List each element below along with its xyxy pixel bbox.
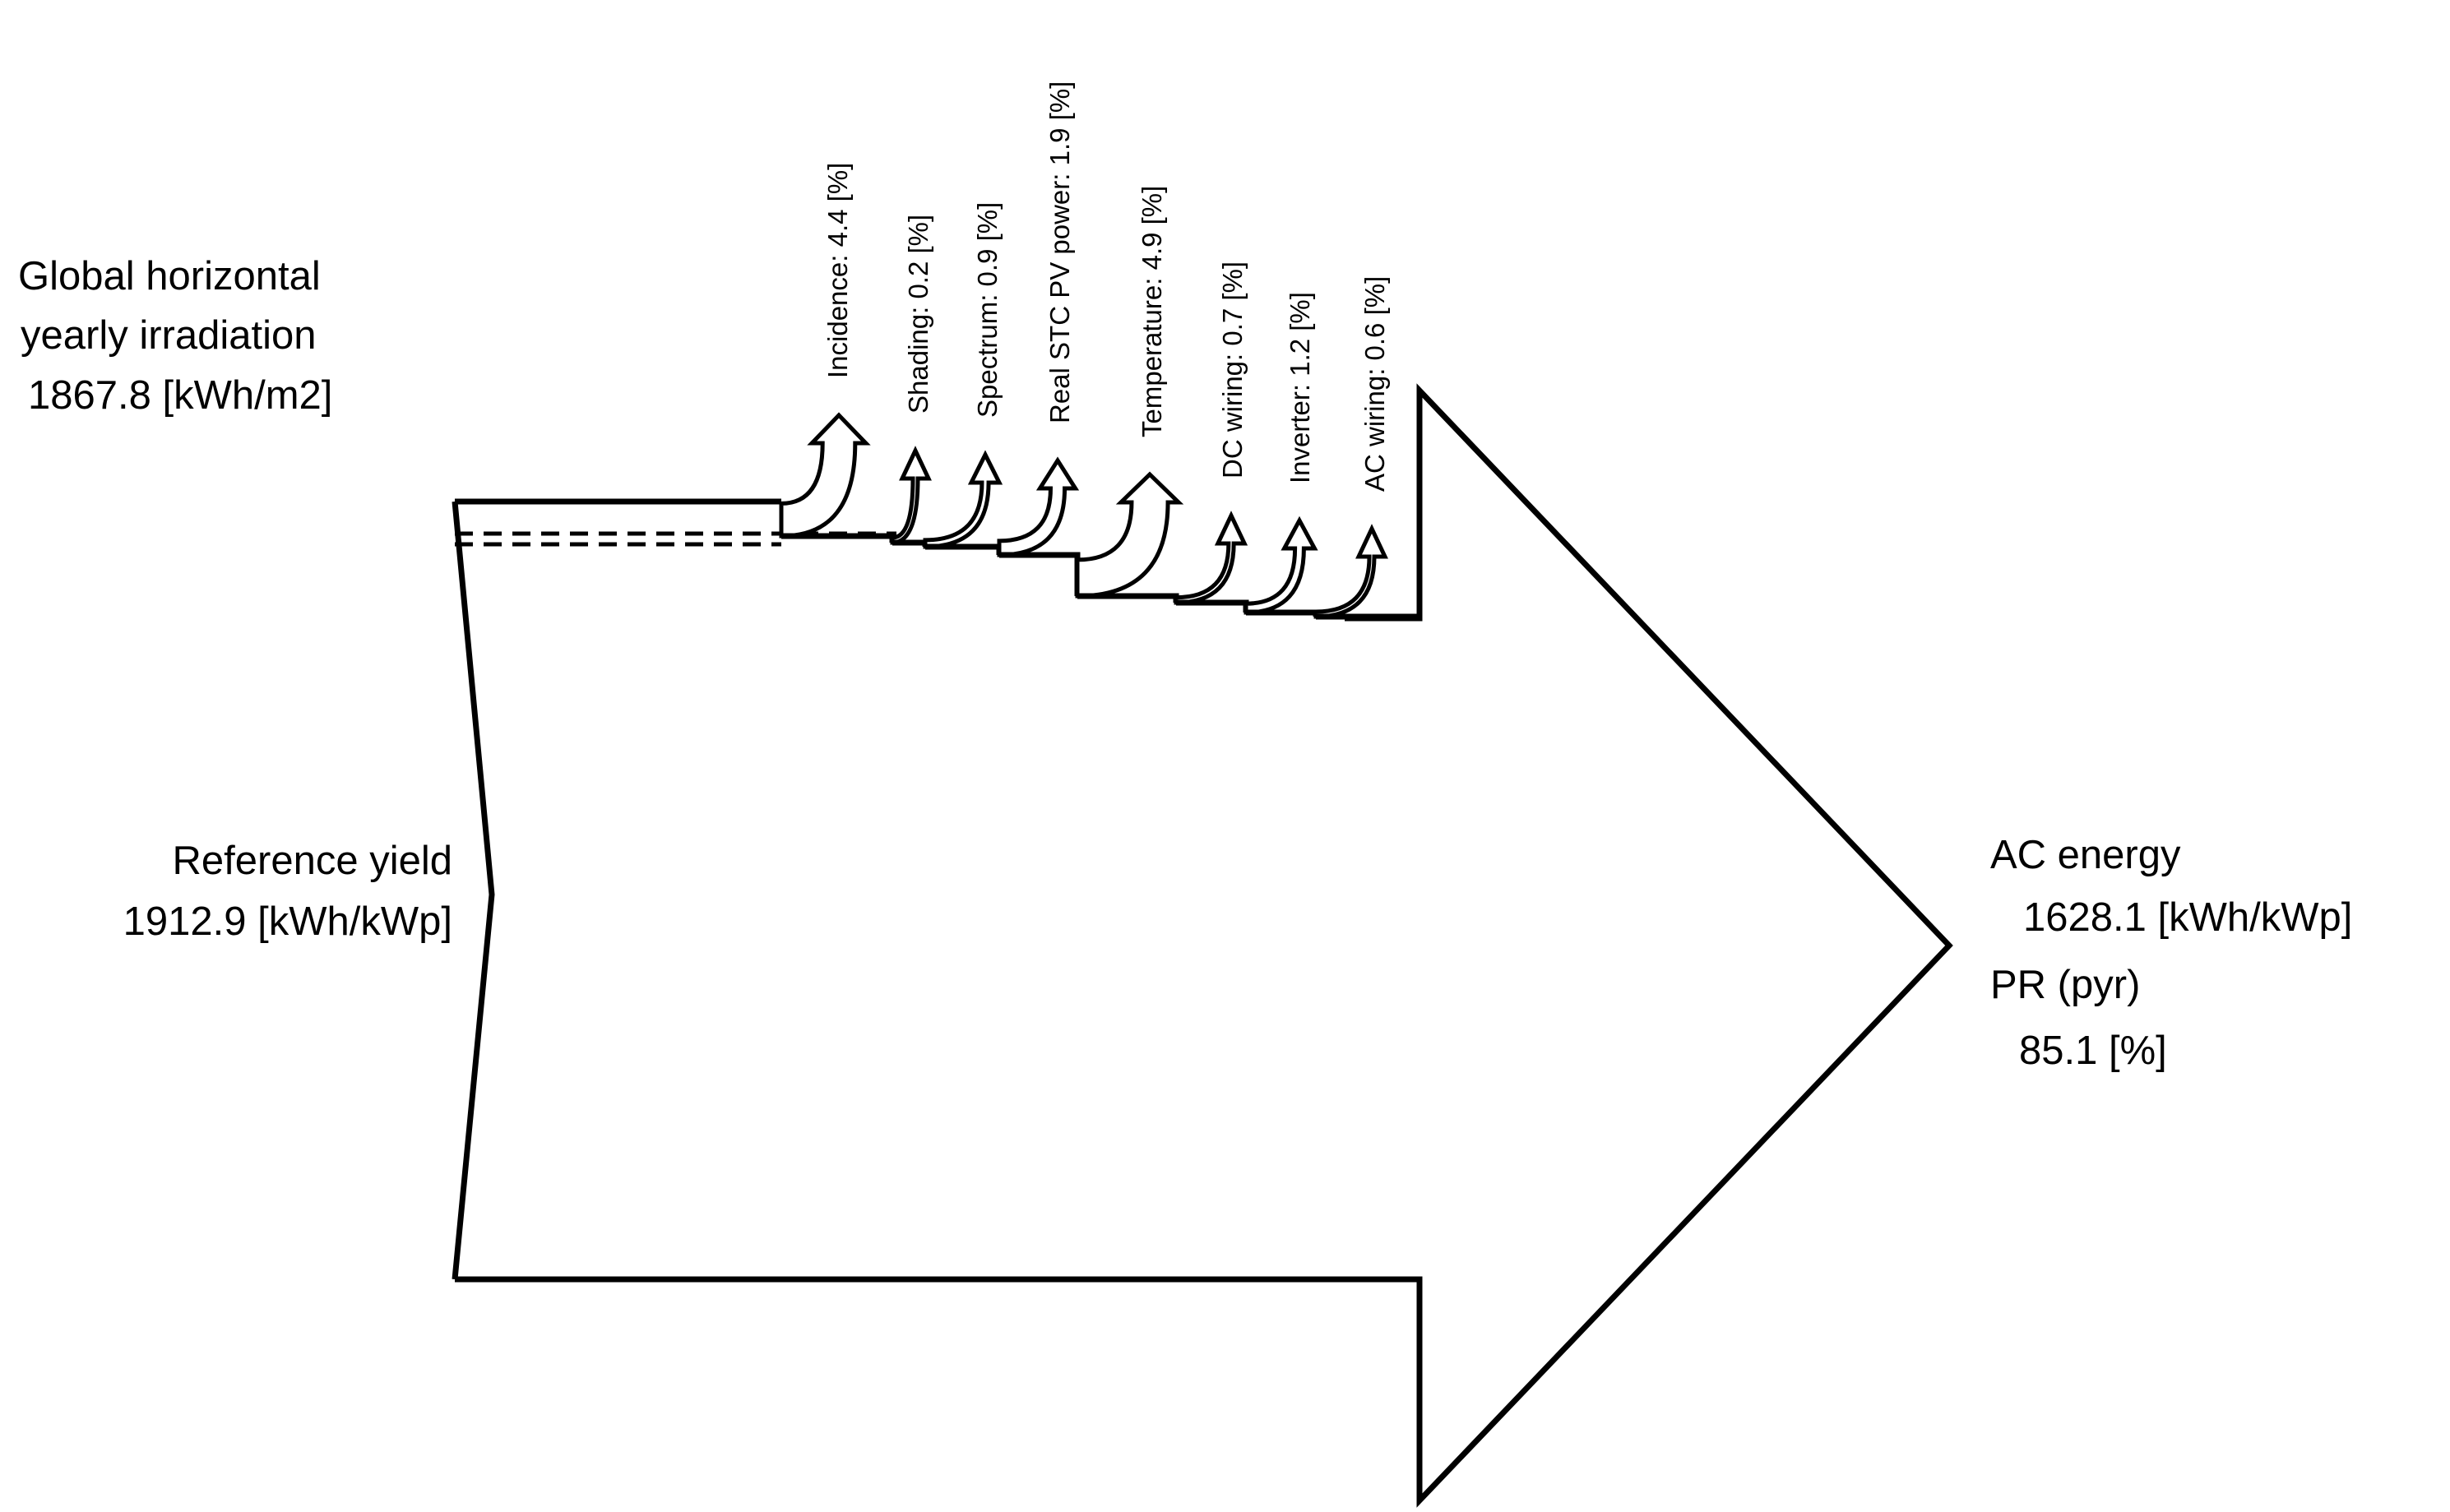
reference-yield-label: Reference yield — [173, 839, 452, 883]
loss-label: Inverter: 1.2 [%] — [1285, 292, 1315, 483]
irradiation-value: 1867.8 [kWh/m2] — [28, 373, 332, 418]
loss-arrow — [1174, 511, 1248, 605]
loss-arrow — [1313, 524, 1388, 619]
loss-step-edge — [1246, 609, 1319, 617]
loss-arrows: Incidence: 4.4 [%] Shading: 0.2 [%] Spectr… — [779, 81, 1420, 620]
loss-label: Shading: 0.2 [%] — [903, 215, 933, 414]
loss-step-edge — [1176, 599, 1249, 613]
loss-step-edge — [925, 543, 1003, 555]
loss-label: Temperature: 4.9 [%] — [1137, 186, 1167, 437]
loss-step-edge — [999, 552, 1081, 596]
main-flow-arrow — [452, 383, 1953, 1508]
loss-arrow — [1075, 471, 1184, 599]
pr-label: PR (pyr) — [1990, 963, 2140, 1007]
loss-arrow — [1244, 516, 1318, 615]
loss-step-edge — [1077, 593, 1179, 603]
loss-step-edge — [892, 539, 929, 547]
irradiation-label-line2: yearly irradiation — [21, 313, 317, 358]
ac-energy-value: 1628.1 [kWh/kWp] — [2023, 895, 2352, 940]
pr-value: 85.1 [%] — [2019, 1029, 2167, 1073]
loss-label: Spectrum: 0.9 [%] — [972, 202, 1003, 418]
irradiation-label-line1: Global horizontal — [18, 254, 321, 298]
loss-arrow — [923, 450, 1003, 549]
loss-label: DC wiring: 0.7 [%] — [1217, 261, 1248, 479]
reference-yield-value: 1912.9 [kWh/kWp] — [123, 899, 452, 944]
loss-label: AC wiring: 0.6 [%] — [1359, 276, 1390, 492]
loss-arrow — [997, 456, 1080, 557]
loss-label: Real STC PV power: 1.9 [%] — [1044, 81, 1075, 423]
loss-label: Incidence: 4.4 [%] — [822, 163, 853, 378]
loss-arrow — [890, 446, 932, 545]
loss-arrow — [779, 412, 871, 539]
loss-step-edge — [781, 533, 896, 543]
ac-energy-label: AC energy — [1990, 833, 2181, 877]
